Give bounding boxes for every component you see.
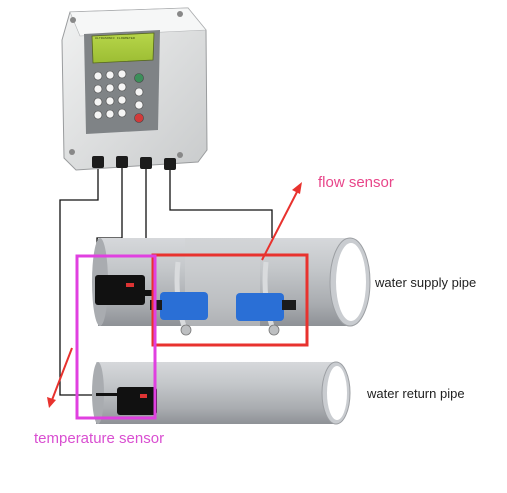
screw-icon bbox=[70, 17, 76, 23]
temperature-sensor-arrow bbox=[47, 347, 73, 408]
screw-icon bbox=[177, 11, 183, 17]
clamp-bolts bbox=[180, 324, 280, 336]
temperature-sensor-label: temperature sensor bbox=[34, 430, 165, 447]
water-supply-pipe-label: water supply pipe bbox=[375, 275, 477, 290]
screw-icon bbox=[69, 149, 75, 155]
flow-sensor-label: flow sensor bbox=[318, 174, 394, 191]
lcd-text: ULTRASONIC FLOWMETER bbox=[95, 37, 136, 40]
screw-icon bbox=[177, 152, 183, 158]
flow-sensor-highlight bbox=[151, 253, 309, 347]
flow-transducer-right bbox=[236, 293, 296, 321]
temperature-sensor-return bbox=[96, 387, 157, 415]
keypad bbox=[93, 69, 144, 123]
water-return-pipe-label: water return pipe bbox=[367, 386, 465, 401]
temperature-sensor-highlight bbox=[75, 254, 157, 420]
cable-glands bbox=[92, 156, 176, 170]
flow-sensor-arrow bbox=[261, 182, 302, 261]
lcd-display bbox=[91, 32, 155, 64]
flowmeter-unit bbox=[61, 7, 208, 171]
temperature-sensor-supply bbox=[95, 275, 155, 305]
